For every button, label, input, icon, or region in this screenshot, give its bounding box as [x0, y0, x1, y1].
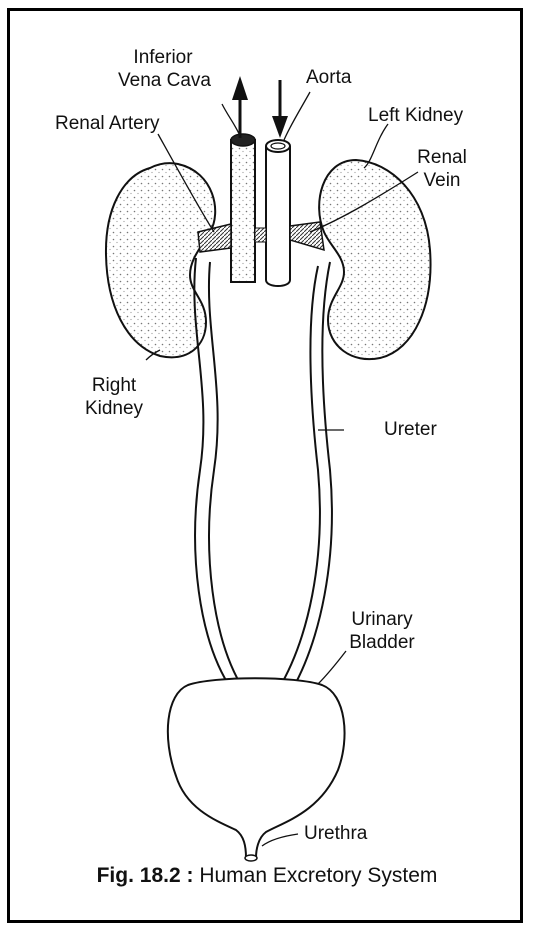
- label-renal-artery: Renal Artery: [55, 112, 160, 135]
- right-kidney: [106, 163, 215, 357]
- inferior-vena-cava: [231, 134, 255, 282]
- aorta-vessel: [266, 140, 290, 286]
- arrow-up-icon: [232, 76, 248, 138]
- label-renal-vein-line2: Vein: [412, 169, 472, 192]
- label-inferior-vena-cava-line2: Vena Cava: [118, 69, 208, 92]
- label-right-kidney: Right Kidney: [76, 374, 152, 420]
- label-right-kidney-line2: Kidney: [76, 397, 152, 420]
- label-renal-vein: Renal Vein: [412, 146, 472, 192]
- figure-title: Human Excretory System: [199, 864, 437, 887]
- label-ureter: Ureter: [384, 418, 437, 441]
- figure-number: Fig. 18.2 :: [97, 864, 194, 887]
- renal-vessels-center: [255, 228, 266, 242]
- label-right-kidney-line1: Right: [76, 374, 152, 397]
- label-inferior-vena-cava-line1: Inferior: [118, 46, 208, 69]
- label-urinary-bladder-line1: Urinary: [342, 608, 422, 631]
- label-aorta: Aorta: [306, 66, 351, 89]
- urethra-opening: [245, 855, 257, 861]
- label-urinary-bladder: Urinary Bladder: [342, 608, 422, 654]
- label-left-kidney: Left Kidney: [368, 104, 463, 127]
- renal-vessels-left: [290, 222, 324, 250]
- label-urethra: Urethra: [304, 822, 367, 845]
- figure-caption: Fig. 18.2 : Human Excretory System: [0, 864, 534, 888]
- label-urinary-bladder-line2: Bladder: [342, 631, 422, 654]
- label-renal-vein-line1: Renal: [412, 146, 472, 169]
- ureter-tubes: [194, 258, 332, 690]
- arrow-down-icon: [272, 80, 288, 138]
- label-inferior-vena-cava: Inferior Vena Cava: [118, 46, 208, 92]
